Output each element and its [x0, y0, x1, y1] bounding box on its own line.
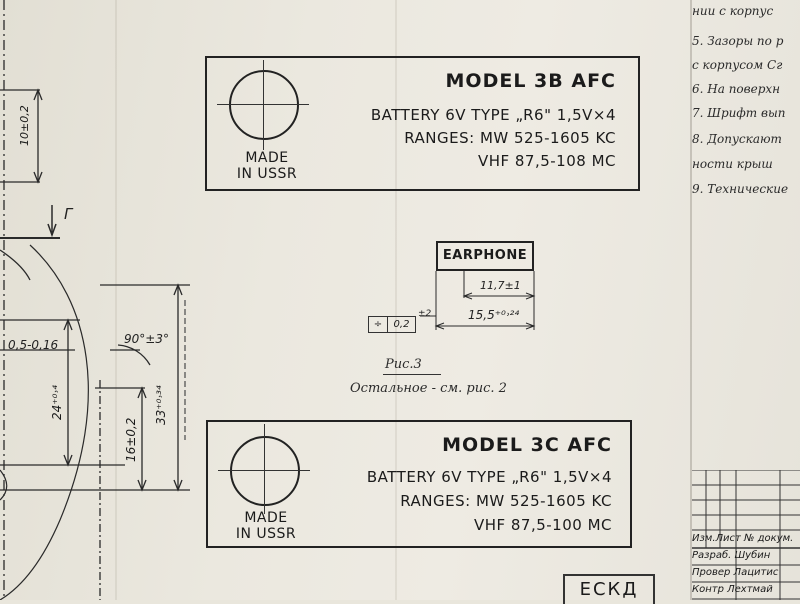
battery-spec: BATTERY 6V TYPE „R6" 1,5V×4 — [370, 106, 616, 124]
earphone-dim-outer: 15,5⁺⁰˒²⁴ — [468, 308, 520, 322]
made-line-1: MADE — [245, 150, 289, 166]
earphone-label-box: EARPHONE — [436, 241, 534, 271]
battery-spec: BATTERY 6V TYPE „R6" 1,5V×4 — [366, 468, 612, 486]
dim-10-label: 10±0,2 — [18, 105, 31, 146]
vhf-range: VHF 87,5-100 MC — [473, 516, 612, 534]
tolerance-frame: ÷ 0,2 — [368, 316, 416, 333]
title-block-row: Провер Лацитис — [692, 567, 779, 578]
caption-underline — [383, 374, 441, 375]
made-line-2: IN USSR — [235, 526, 297, 542]
crosshair-vertical — [264, 424, 265, 514]
note-line: 9. Технические — [692, 182, 789, 196]
note-line: 8. Допускают — [692, 132, 782, 146]
caption-rest: Остальное - см. рис. 2 — [350, 381, 507, 396]
mounting-hole-icon — [230, 436, 300, 506]
vhf-range: VHF 87,5-108 MC — [477, 152, 616, 170]
section-mark-label: Г — [64, 205, 73, 223]
earphone-dim-inner: 11,7±1 — [480, 279, 521, 292]
dim-16-label: 16±0,2 — [124, 417, 138, 462]
made-in-label: MADE IN USSR — [226, 510, 306, 542]
title-block: Изм.Лист № докум. Разраб. Шубин Провер Л… — [692, 470, 800, 600]
title-block-row: Изм.Лист № докум. — [692, 533, 794, 544]
mounting-hole-icon — [229, 70, 299, 140]
left-technical-drawing — [0, 0, 190, 600]
note-line: ности крыш — [692, 157, 773, 171]
made-line-2: IN USSR — [236, 166, 298, 182]
paper-fold — [115, 0, 117, 600]
note-line: нии с корпус — [692, 4, 774, 18]
dim-33-label: 33⁺⁰˒³⁴ — [154, 385, 168, 425]
mw-range: RANGES: MW 525-1605 KC — [400, 492, 612, 510]
tolerance-ref: ±2 — [418, 309, 432, 319]
title-block-row: Разраб. Шубин — [692, 550, 771, 561]
earphone-dimension-lines — [420, 271, 536, 330]
paper-fold — [395, 0, 397, 600]
tolerance-symbol: ÷ — [369, 317, 388, 332]
made-line-1: MADE — [244, 510, 288, 526]
model-title: MODEL 3B AFC — [445, 70, 616, 92]
crosshair-vertical — [263, 60, 264, 150]
note-line: 6. На поверхн — [692, 82, 781, 96]
title-block-grid — [692, 470, 800, 600]
nameplate-model-3b: MADE IN USSR MODEL 3B AFC BATTERY 6V TYP… — [205, 56, 640, 191]
title-block-row: Контр Лехтмай — [692, 584, 773, 595]
note-line: 5. Зазоры по р — [692, 34, 784, 48]
made-in-label: MADE IN USSR — [227, 150, 307, 182]
model-title: MODEL 3C AFC — [442, 434, 612, 456]
tolerance-value: 0,2 — [393, 319, 410, 330]
note-line: 7. Шрифт вып — [692, 106, 786, 120]
nameplate-model-3c: MADE IN USSR MODEL 3C AFC BATTERY 6V TYP… — [206, 420, 632, 548]
standard-stamp: ЕСКД — [563, 574, 655, 604]
paper-fold — [690, 0, 692, 600]
figure-caption: Рис.3 — [385, 357, 422, 372]
dim-0-5-label: 0,5-0,16 — [8, 338, 59, 352]
angle-label: 90°±3° — [124, 332, 169, 346]
mw-range: RANGES: MW 525-1605 KC — [404, 129, 616, 147]
note-line: с корпусом Сг — [692, 58, 783, 72]
dim-24-label: 24⁺⁰˒⁴ — [50, 385, 64, 420]
